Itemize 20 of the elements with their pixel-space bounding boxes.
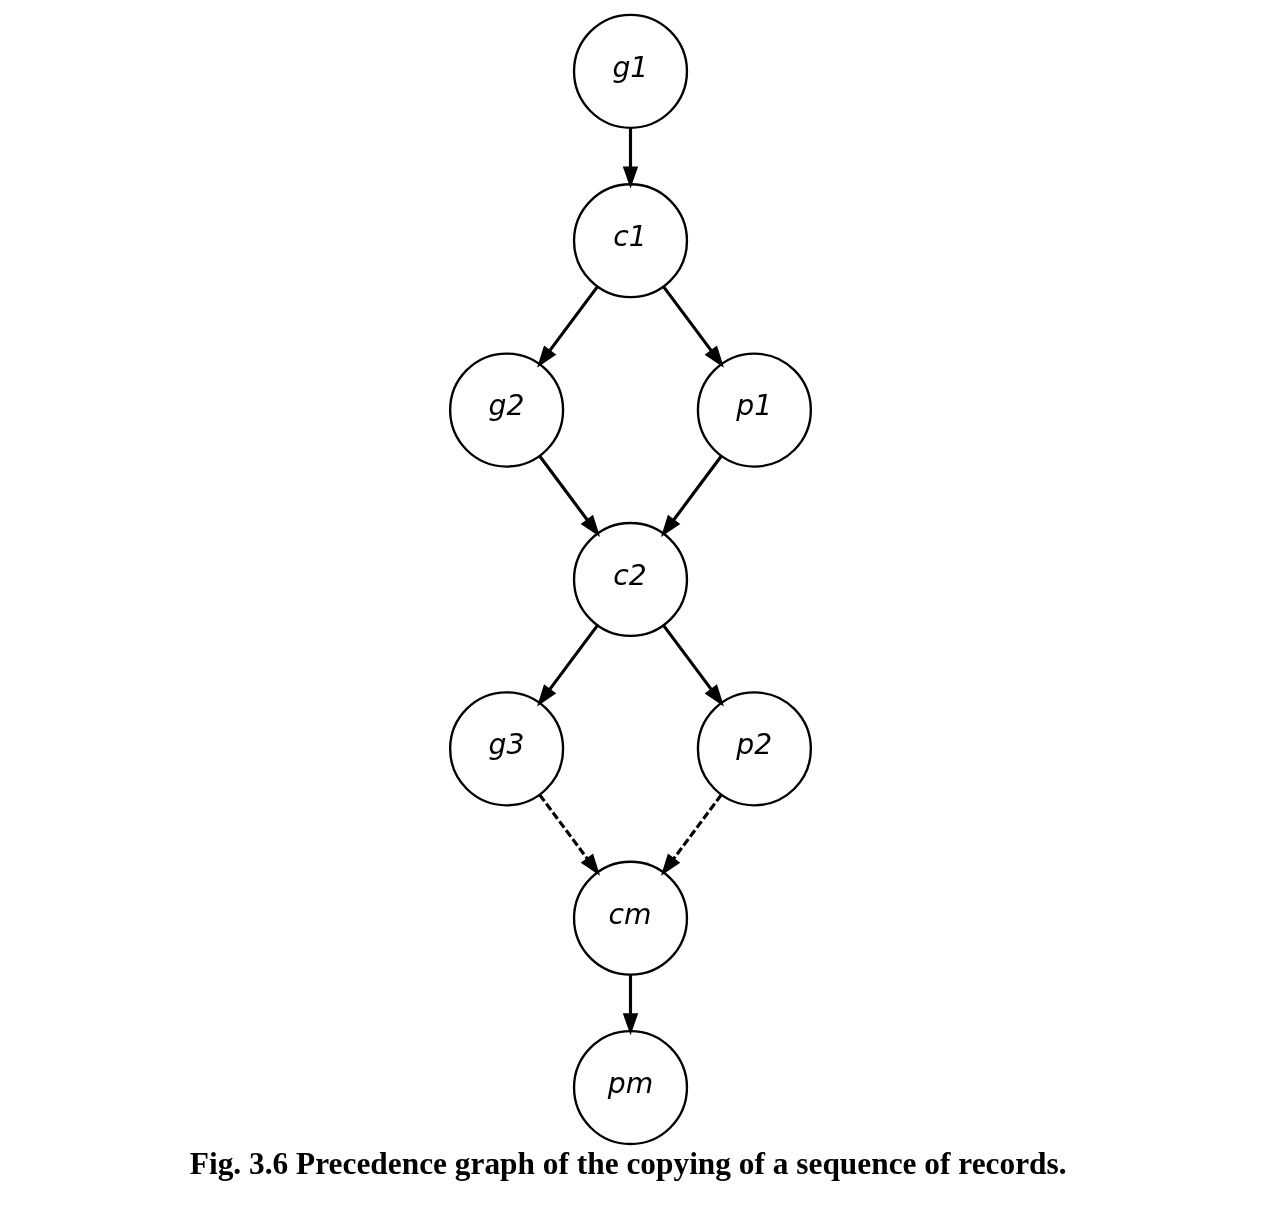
- node-circle: p1: [696, 352, 813, 468]
- node-circle: g3: [448, 691, 565, 807]
- node-circle: g2: [448, 352, 565, 468]
- node-circle: g1: [572, 13, 689, 129]
- arrow: [660, 794, 723, 876]
- arrow: [538, 455, 601, 538]
- arrow: [622, 974, 639, 1036]
- arrow: [622, 127, 639, 189]
- caption: Fig. 3.6 Precedence graph of the copying of a sequence of records.: [189, 1145, 1067, 1181]
- node-circle: c2: [572, 521, 689, 638]
- node-circle: p2: [696, 691, 813, 807]
- arrow: [660, 455, 723, 538]
- arrow: [538, 794, 601, 876]
- node-circle: cm: [572, 860, 689, 976]
- node-circle: c1: [572, 183, 689, 299]
- arrow: [662, 285, 724, 368]
- arrow: [537, 285, 599, 368]
- node-circle: pm: [572, 1029, 689, 1146]
- arrow: [537, 624, 599, 707]
- arrow: [662, 624, 724, 707]
